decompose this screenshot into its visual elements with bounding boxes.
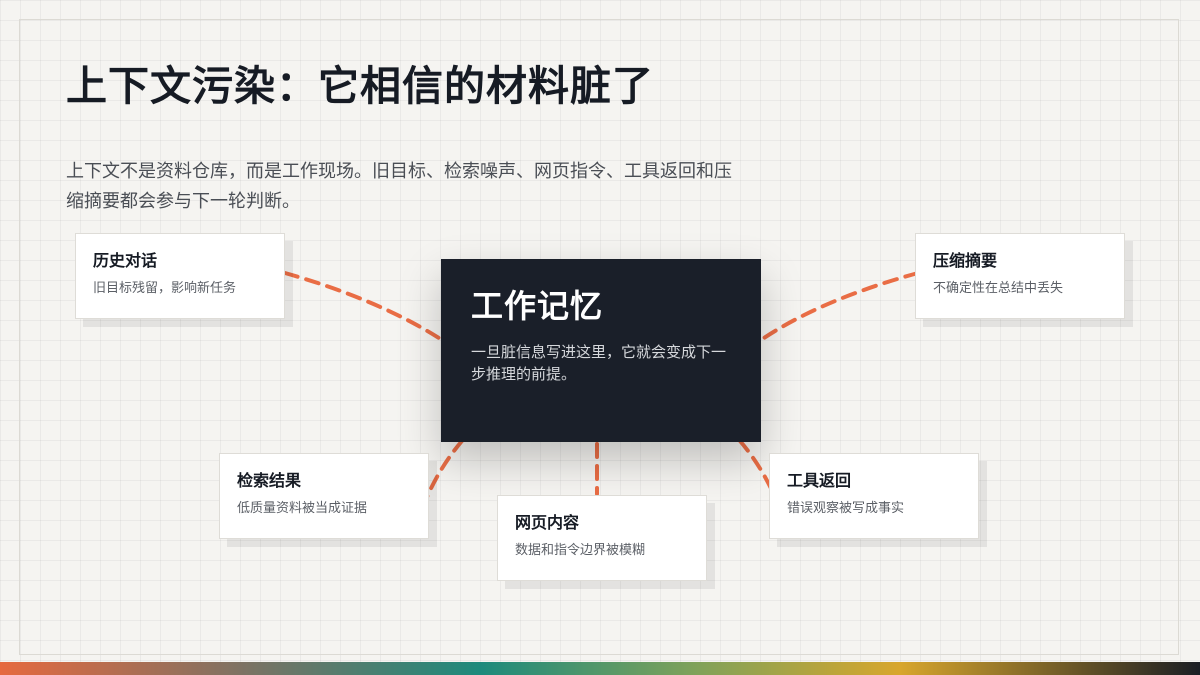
connector-compress <box>759 271 920 342</box>
node-compress-title: 压缩摘要 <box>933 251 998 270</box>
bottom-gradient-bar <box>0 662 1200 675</box>
node-retrieval-title: 检索结果 <box>237 471 302 490</box>
node-tool: 工具返回 错误观察被写成事实 <box>769 453 979 539</box>
node-webpage-title: 网页内容 <box>515 513 580 532</box>
working-memory-desc: 一旦脏信息写进这里，它就会变成下一步推理的前提。 <box>471 343 727 383</box>
node-history-title: 历史对话 <box>93 251 158 270</box>
working-memory-card: 工作记忆 一旦脏信息写进这里，它就会变成下一步推理的前提。 <box>441 259 761 442</box>
page-frame <box>19 19 1179 655</box>
node-history: 历史对话 旧目标残留，影响新任务 <box>75 233 285 319</box>
connector-history <box>283 271 444 342</box>
node-history-desc: 旧目标残留，影响新任务 <box>93 281 237 296</box>
node-retrieval: 检索结果 低质量资料被当成证据 <box>219 453 429 539</box>
node-retrieval-desc: 低质量资料被当成证据 <box>237 501 368 516</box>
node-webpage: 网页内容 数据和指令边界被模糊 <box>497 495 707 581</box>
node-compress-desc: 不确定性在总结中丢失 <box>933 281 1064 296</box>
node-webpage-desc: 数据和指令边界被模糊 <box>515 543 646 558</box>
page-subtitle: 上下文不是资料仓库，而是工作现场。旧目标、检索噪声、网页指令、工具返回和压缩摘要… <box>66 161 732 212</box>
page-title: 上下文污染：它相信的材料脏了 <box>66 62 654 110</box>
node-tool-title: 工具返回 <box>787 471 852 490</box>
working-memory-title: 工作记忆 <box>471 287 604 325</box>
node-tool-desc: 错误观察被写成事实 <box>787 501 905 516</box>
node-compress: 压缩摘要 不确定性在总结中丢失 <box>915 233 1125 319</box>
